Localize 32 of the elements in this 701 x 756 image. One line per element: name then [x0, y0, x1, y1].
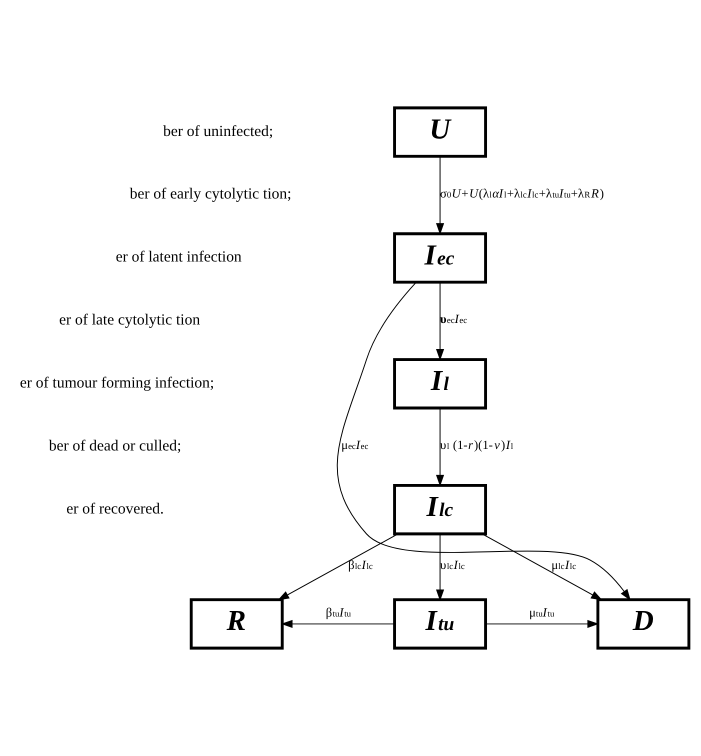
node-box: Il: [393, 358, 488, 410]
arrow: [436, 533, 444, 602]
edge-label: βtuItu: [326, 606, 351, 620]
edge-label: σ0U+U(λlαIl+λlcIlc+λtuItu+λRR): [440, 186, 604, 200]
node-box: Ilc: [393, 484, 488, 536]
node-box: Itu: [393, 598, 488, 650]
edge-label: μtuItu: [529, 606, 554, 620]
edge-label: υl (1-r)(1-v)Il: [440, 438, 514, 452]
arrow: [436, 408, 444, 487]
edge-label: μlcIlc: [551, 558, 576, 572]
label: ber of early cytolytic tion;: [130, 186, 292, 203]
arrow: [436, 156, 444, 235]
label: er of late cytolytic tion: [59, 312, 200, 329]
edge-label: υlcIlc: [440, 558, 465, 572]
node-box: Iec: [393, 232, 488, 284]
arrow: [278, 533, 398, 600]
label: ber of uninfected;: [163, 122, 274, 140]
label: er of latent infection: [116, 248, 242, 266]
label: er of tumour forming infection;: [20, 374, 214, 392]
arrow: [482, 533, 603, 600]
label: ber of dead or culled;: [48, 437, 182, 454]
arrow: [485, 620, 600, 628]
edge-label: μecIec: [341, 438, 368, 452]
node-box: U: [393, 106, 488, 158]
node-box: R: [190, 598, 284, 650]
edge-label: υecIec: [440, 312, 468, 326]
node-box: D: [596, 598, 690, 650]
arrow: [280, 620, 395, 628]
label: er of recovered.: [66, 500, 164, 518]
edge-label: βlcIlc: [348, 558, 373, 572]
arrow: [436, 282, 444, 361]
arrow: [336, 282, 631, 601]
